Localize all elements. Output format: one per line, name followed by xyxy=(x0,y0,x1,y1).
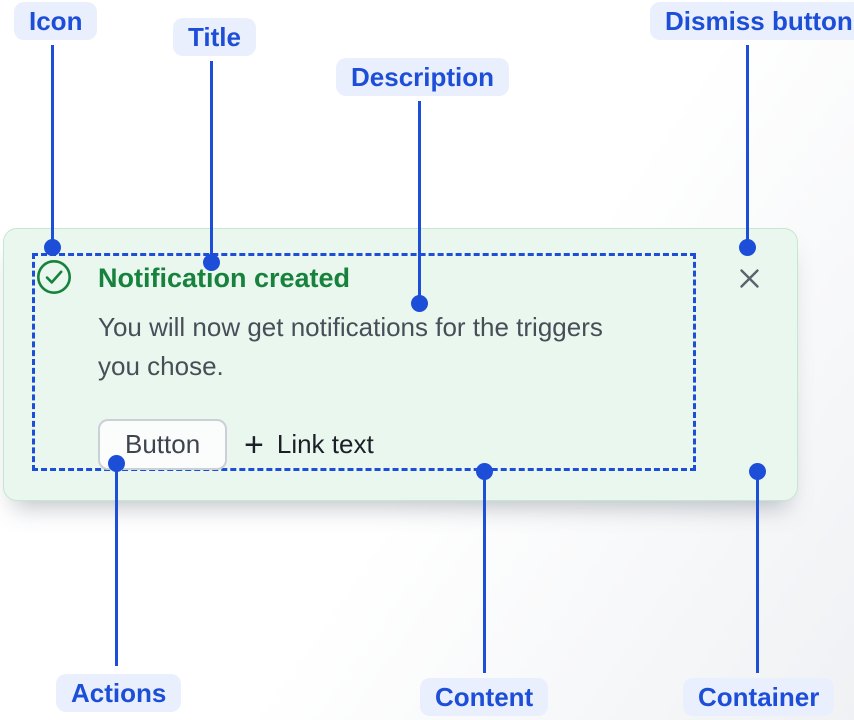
label-content: Content xyxy=(420,678,549,716)
notification-description: You will now get notifications for the t… xyxy=(98,308,603,386)
notification-container: Notification created You will now get no… xyxy=(3,228,798,501)
pointer-line-description xyxy=(418,101,421,297)
label-title: Title xyxy=(173,18,256,56)
label-actions: Actions xyxy=(56,674,182,712)
description-line-1: You will now get notifications for the t… xyxy=(98,312,603,342)
pointer-line-dismiss xyxy=(746,45,749,240)
success-check-icon xyxy=(36,259,72,295)
label-description: Description xyxy=(336,58,510,96)
pointer-line-title xyxy=(210,61,213,255)
pointer-dot-title xyxy=(203,254,220,271)
pointer-line-icon xyxy=(51,45,54,240)
label-dismiss-button: Dismiss button xyxy=(650,2,854,40)
pointer-dot-dismiss xyxy=(739,239,756,256)
notification-title: Notification created xyxy=(98,263,351,293)
pointer-line-content xyxy=(483,476,486,673)
content-outline xyxy=(32,253,696,471)
description-line-2: you chose. xyxy=(98,351,224,381)
pointer-line-actions xyxy=(115,468,118,666)
label-container: Container xyxy=(683,678,835,716)
pointer-dot-actions xyxy=(108,455,125,472)
label-icon: Icon xyxy=(14,2,98,40)
pointer-dot-description xyxy=(411,295,428,312)
dismiss-button[interactable] xyxy=(730,259,768,297)
pointer-dot-content xyxy=(476,463,493,480)
action-button[interactable]: Button xyxy=(98,419,228,470)
plus-icon: + xyxy=(244,425,264,464)
action-link-label: Link text xyxy=(276,429,374,459)
action-link[interactable]: + Link text xyxy=(244,419,374,470)
pointer-line-container xyxy=(756,476,759,673)
pointer-dot-icon xyxy=(44,239,61,256)
close-x-icon xyxy=(736,265,763,292)
pointer-dot-container xyxy=(749,463,766,480)
